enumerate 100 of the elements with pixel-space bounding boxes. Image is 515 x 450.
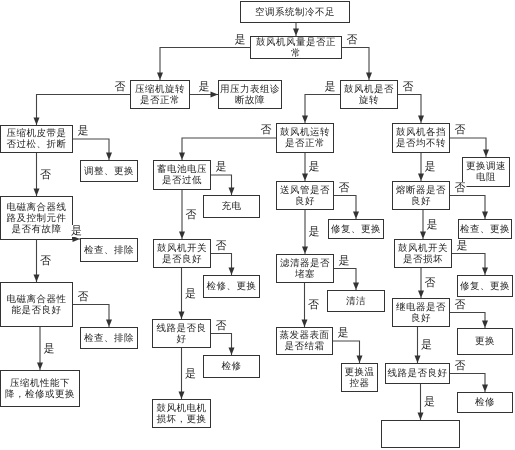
process-box: 检修、更换 [203, 275, 260, 298]
process-box: 电磁离合器线路及控制元件是否有故障 [0, 196, 73, 240]
process-box: 鼓风机运转是否正常 [276, 123, 334, 153]
edge-label: 是 [308, 226, 320, 238]
arrow [420, 210, 426, 239]
arrow [33, 153, 40, 196]
process-box: 压缩机皮带是否过松、折断 [0, 125, 73, 153]
arrow [178, 348, 185, 399]
arrow [450, 194, 488, 219]
arrow [292, 23, 300, 36]
edge-label: 是 [308, 161, 320, 173]
arrow [73, 138, 112, 160]
arrow [211, 332, 235, 355]
edge-label: 是 [76, 125, 90, 137]
arrow [178, 268, 185, 319]
arrow [417, 384, 424, 420]
arrow [302, 153, 308, 181]
edge-label: 否 [184, 208, 198, 220]
arrow [334, 194, 360, 219]
arrow [450, 137, 490, 157]
process-box: 检修 [203, 355, 260, 378]
process-box: 更换温控器 [341, 363, 378, 392]
process-box: 线路是否良好 [385, 363, 450, 384]
arrow [342, 46, 372, 80]
edge-label: 是 [42, 342, 56, 354]
process-box: 电磁离合器性能是否良好 [0, 282, 73, 327]
edge-label: 否 [454, 360, 466, 372]
process-box: 空调系统制冷不足 [240, 1, 350, 23]
edge-label: 是 [426, 218, 438, 230]
process-box: 鼓风机开关是否良好 [153, 239, 211, 268]
edge-label: 是 [423, 396, 436, 408]
arrow [398, 94, 424, 123]
process-box: 压缩机性能下降，检修或更换 [0, 370, 80, 407]
process-box: 检查、更换 [458, 219, 512, 239]
arrow [178, 190, 186, 239]
edge-label: 是 [184, 288, 197, 300]
arrow [36, 327, 44, 370]
arrow [302, 94, 340, 123]
process-box: 鼓风机是否旋转 [340, 80, 398, 109]
edge-label: 否 [114, 80, 126, 92]
edge-label: 是 [336, 327, 350, 339]
process-box: 压缩机旋转是否正常 [130, 80, 190, 109]
arrow [178, 137, 276, 160]
process-box: 修复、更换 [457, 275, 513, 297]
process-box: 检查、排除 [80, 327, 138, 349]
arrow [301, 283, 308, 327]
edge-label: 是 [324, 80, 336, 92]
edge-label: 否 [346, 34, 358, 46]
arrow [211, 252, 235, 275]
process-box: 修复、更换 [328, 219, 384, 239]
arrow [72, 236, 80, 242]
arrow [73, 304, 112, 327]
process-box: 鼓风机开关是否损坏 [394, 239, 452, 268]
process-box: 线路是否良好 [152, 319, 211, 348]
edge-label: 是 [198, 80, 210, 92]
arrow [418, 153, 424, 181]
edge-label: 是 [420, 339, 433, 351]
process-box: 鼓风机风量是否正常 [250, 36, 342, 59]
arrow [33, 94, 130, 125]
arrow [452, 252, 488, 275]
edge-label: 否 [39, 168, 52, 180]
arrow [418, 268, 424, 298]
arrow [211, 174, 235, 195]
process-box: 滤清器是否堵塞 [276, 254, 334, 283]
process-box: 鼓风机各挡是否均不转 [392, 123, 450, 153]
arrow [450, 312, 488, 328]
edge-label: 是 [234, 34, 246, 46]
process-box: 熔断器是否良好 [392, 181, 450, 210]
edge-label: 否 [338, 182, 350, 194]
edge-label: 是 [184, 368, 197, 380]
edge-label: 是 [424, 161, 436, 173]
edge-label: 否 [454, 298, 466, 310]
arrow [302, 210, 308, 254]
process-box: 检查、排除 [80, 238, 138, 262]
arrow [333, 340, 363, 363]
arrow [334, 268, 360, 290]
process-box: 蒸发器表面是否结霜 [276, 327, 333, 355]
process-box: 调整、更换 [80, 160, 138, 182]
arrow [156, 46, 250, 80]
process-box: 更换 [457, 328, 513, 355]
process-box [381, 420, 460, 448]
edge-label: 是 [456, 240, 468, 252]
process-box: 充电 [203, 195, 260, 218]
process-box: 送风管是否良好 [276, 181, 334, 210]
process-box: 继电器是否良好 [392, 298, 450, 327]
edge-label: 否 [39, 255, 52, 267]
edge-label: 否 [76, 290, 90, 302]
edge-label: 否 [260, 124, 272, 136]
process-box: 用压力表组诊断故障 [218, 80, 282, 109]
arrow [190, 91, 218, 98]
edge-label: 否 [214, 320, 228, 332]
edge-label: 否 [424, 277, 436, 289]
edge-label: 是 [338, 254, 350, 266]
edge-label: 否 [454, 182, 466, 194]
arrow [414, 327, 421, 363]
edge-label: 是 [70, 225, 83, 237]
process-box: 检修 [457, 392, 513, 413]
process-box: 蓄电池电压是否过低 [153, 160, 211, 190]
edge-label: 是 [214, 161, 228, 173]
arrow [33, 240, 40, 282]
